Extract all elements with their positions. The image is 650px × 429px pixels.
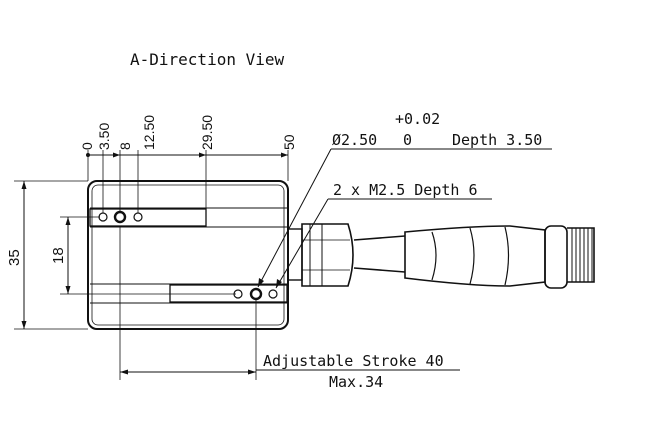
dim-top-12-50: 12.50 xyxy=(141,115,157,150)
upper-hole-left xyxy=(98,212,108,222)
dim-top-0: 0 xyxy=(79,142,95,150)
pin-hole-depth: Depth 3.50 xyxy=(452,131,542,149)
dim-left-35: 35 xyxy=(6,249,23,266)
upper-hole-right xyxy=(133,212,143,222)
pin-hole-diameter: Ø2.50 xyxy=(332,131,377,149)
stroke-max-label: Max.34 xyxy=(329,373,383,391)
thread-leader xyxy=(275,198,492,289)
stroke-label: Adjustable Stroke 40 xyxy=(263,352,444,370)
pin-hole-lower-tol: 0 xyxy=(403,131,412,149)
cable-connector xyxy=(287,223,595,289)
top-dimension-chain xyxy=(86,150,289,213)
thread-callout: 2 x M2.5 Depth 6 xyxy=(333,181,478,199)
lower-jaw xyxy=(90,283,288,304)
pin-hole-leader xyxy=(257,148,552,288)
view-title: A-Direction View xyxy=(130,50,284,69)
bottom-stroke-dimension xyxy=(119,226,460,380)
dim-top-3-50: 3.50 xyxy=(96,123,112,150)
lower-hole-right xyxy=(268,289,278,299)
gripper-body xyxy=(87,180,289,330)
dim-left-18: 18 xyxy=(50,247,67,264)
dim-top-8: 8 xyxy=(117,142,133,150)
left-dimension-35 xyxy=(14,180,88,330)
pin-hole-tolerance: +0.02 xyxy=(395,110,440,128)
left-dimension-18 xyxy=(60,216,236,295)
dim-top-29-50: 29.50 xyxy=(199,115,215,150)
upper-hole-middle xyxy=(113,210,127,224)
dim-top-50: 50 xyxy=(281,134,297,150)
lower-hole-middle xyxy=(249,287,263,301)
